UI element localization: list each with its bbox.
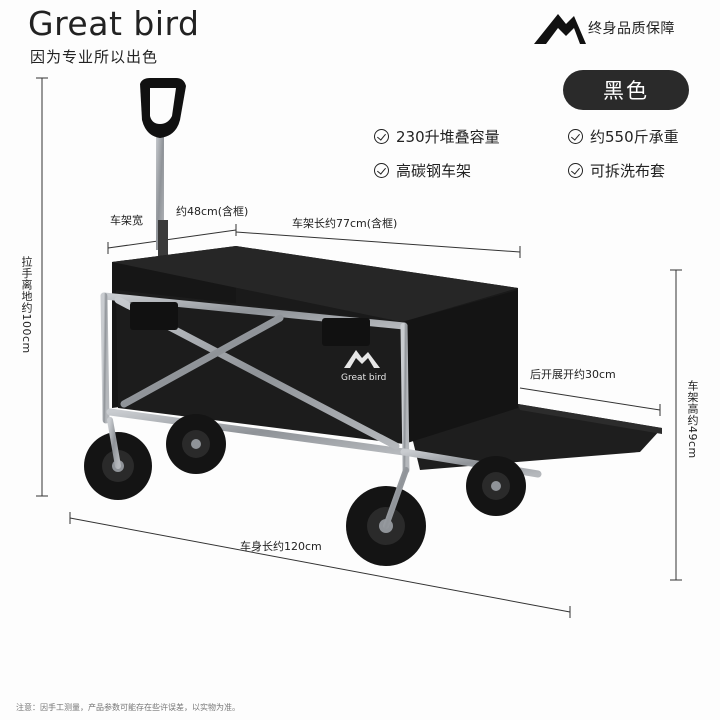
pull-handle: [140, 78, 186, 260]
feature-item: 可拆洗布套: [568, 160, 665, 181]
steel-frame: [100, 246, 542, 478]
feature-label: 可拆洗布套: [590, 162, 666, 180]
feature-item: 高碳钢车架: [374, 160, 471, 181]
wheel-rear-left: [166, 414, 226, 474]
footnote: 注意：因手工测量，产品参数可能存在些许误差，以实物为准。: [16, 703, 240, 712]
dimension-lines: [36, 77, 682, 618]
wheel-rear-right: [466, 456, 526, 516]
brand-name: Great bird: [28, 4, 200, 43]
handle-height-label: 拉手离地约100cm: [20, 256, 33, 354]
frame-height-label: 车架高约49cm: [686, 380, 699, 459]
check-circle-icon: [568, 163, 583, 178]
cart-logo-icon: [344, 350, 380, 368]
feature-label: 高碳钢车架: [396, 162, 472, 180]
frame-width-label: 车架宽: [110, 214, 143, 227]
feature-item: 230升堆叠容量: [374, 126, 500, 147]
guarantee-text: 终身品质保障: [588, 21, 675, 37]
feature-item: 约550斤承重: [568, 126, 679, 147]
rear-extension-label: 后开展开约30cm: [530, 368, 616, 381]
cart-print-text: Great bird: [341, 373, 387, 383]
frame-width-value: 约48cm(含框): [176, 205, 249, 218]
color-badge: 黑色: [563, 70, 689, 110]
mountain-logo-icon: [534, 14, 586, 44]
frame-length-label: 车架长约77cm(含框): [292, 217, 398, 230]
body-length-label: 车身长约120cm: [240, 540, 322, 553]
feature-label: 约550斤承重: [590, 128, 679, 146]
brand-tagline: 因为专业所以出色: [30, 48, 159, 66]
feature-label: 230升堆叠容量: [396, 128, 500, 146]
check-circle-icon: [374, 129, 389, 144]
fabric-straps: [130, 302, 370, 346]
check-circle-icon: [374, 163, 389, 178]
wheel-forks: [107, 417, 409, 529]
check-circle-icon: [568, 129, 583, 144]
